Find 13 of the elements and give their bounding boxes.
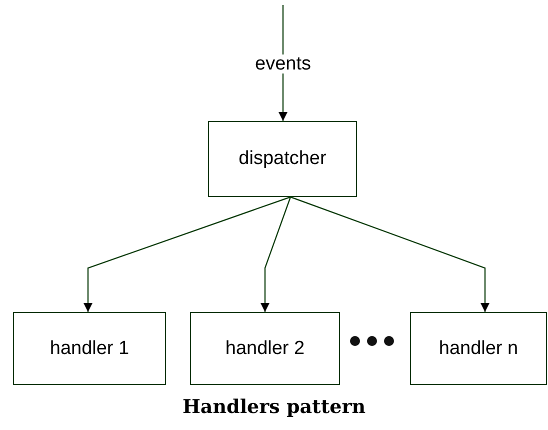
- node-label: handler 2: [225, 336, 305, 360]
- caption: Handlers pattern: [182, 395, 366, 420]
- arrow: [260, 196, 292, 312]
- process-box: [410, 312, 547, 385]
- node-label: handler n: [438, 336, 518, 360]
- arrow: [84, 196, 291, 312]
- edge-label: events: [253, 54, 313, 74]
- process-box: [13, 312, 166, 385]
- arrow: [290, 196, 490, 312]
- node-label: dispatcher: [238, 147, 326, 171]
- process-box: [190, 312, 340, 385]
- process-box: [208, 121, 357, 197]
- node-label: handler 1: [50, 336, 130, 360]
